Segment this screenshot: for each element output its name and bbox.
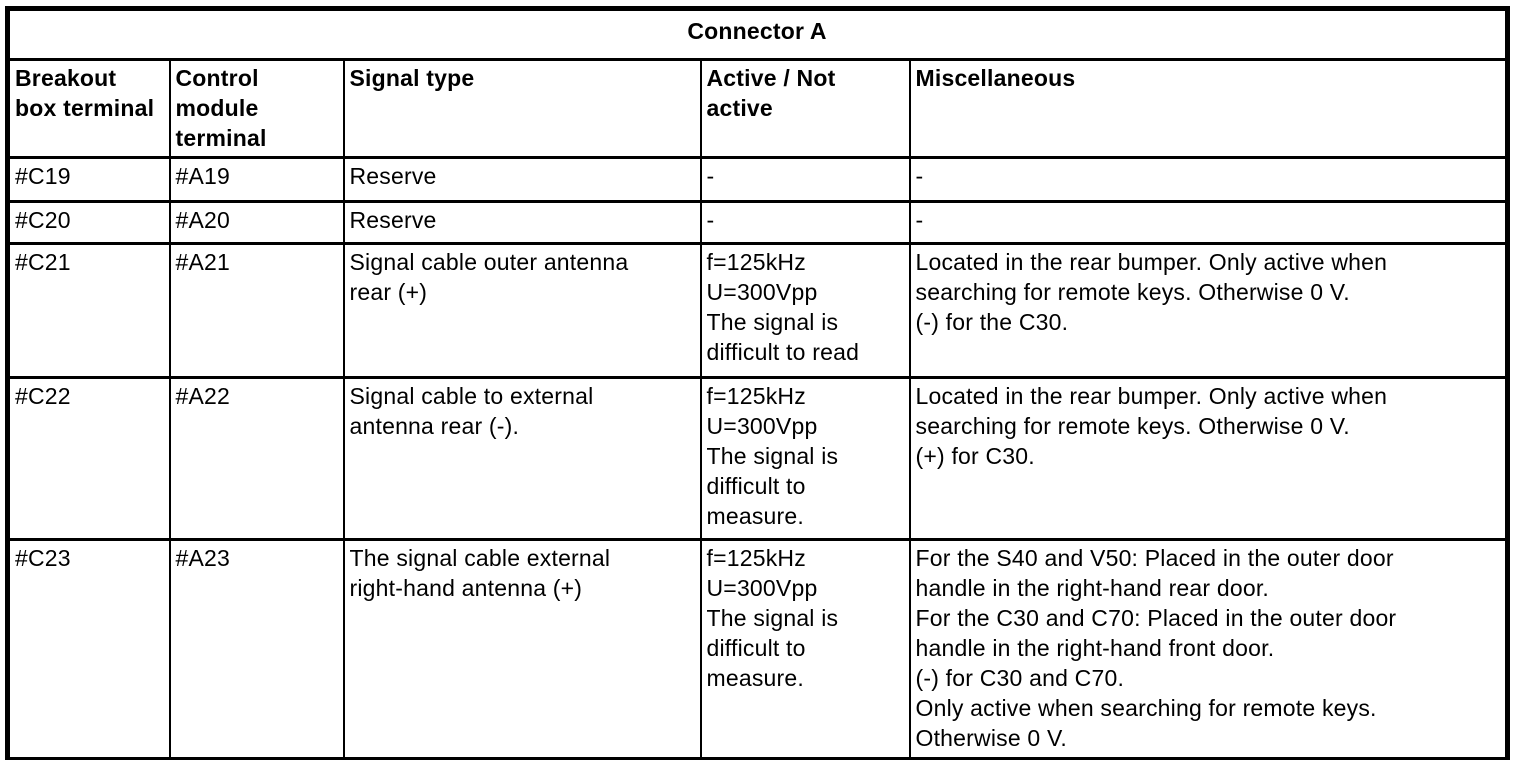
table-cell: #A19 bbox=[168, 156, 345, 203]
table-title-row: Connector A bbox=[6, 7, 1509, 61]
table-cell: f=125kHz U=300Vpp The signal is difficul… bbox=[699, 242, 911, 379]
table-cell: - bbox=[908, 200, 1509, 245]
column-header-control-module-terminal: Control module terminal bbox=[168, 58, 345, 159]
table-cell: f=125kHz U=300Vpp The signal is difficul… bbox=[699, 376, 911, 541]
table-cell: Signal cable to external antenna rear (-… bbox=[342, 376, 702, 541]
table-cell: #A20 bbox=[168, 200, 345, 245]
table-cell: #C20 bbox=[6, 200, 171, 245]
table-cell: #A23 bbox=[168, 538, 345, 760]
table-cell: - bbox=[699, 156, 911, 203]
table-title: Connector A bbox=[6, 7, 1509, 61]
table-cell: - bbox=[908, 156, 1509, 203]
table-cell: f=125kHz U=300Vpp The signal is difficul… bbox=[699, 538, 911, 760]
table-cell: #C23 bbox=[6, 538, 171, 760]
table-cell: Located in the rear bumper. Only active … bbox=[908, 376, 1509, 541]
table-cell: #A22 bbox=[168, 376, 345, 541]
table-cell: Located in the rear bumper. Only active … bbox=[908, 242, 1509, 379]
table-cell: Reserve bbox=[342, 200, 702, 245]
table-cell: #A21 bbox=[168, 242, 345, 379]
table-header-row: Breakout box terminal Control module ter… bbox=[6, 58, 1509, 159]
column-header-miscellaneous: Miscellaneous bbox=[908, 58, 1509, 159]
column-header-signal-type: Signal type bbox=[342, 58, 702, 159]
column-header-breakout-box-terminal: Breakout box terminal bbox=[6, 58, 171, 159]
table-cell: The signal cable external right-hand ant… bbox=[342, 538, 702, 760]
column-header-active-not-active: Active / Not active bbox=[699, 58, 911, 159]
table-cell: For the S40 and V50: Placed in the outer… bbox=[908, 538, 1509, 760]
table-cell: Signal cable outer antenna rear (+) bbox=[342, 242, 702, 379]
document-page: Connector A Breakout box terminal Contro… bbox=[0, 6, 1520, 760]
table-cell: #C19 bbox=[6, 156, 171, 203]
table-cell: - bbox=[699, 200, 911, 245]
table-cell: Reserve bbox=[342, 156, 702, 203]
table-cell: #C21 bbox=[6, 242, 171, 379]
table-cell: #C22 bbox=[6, 376, 171, 541]
connector-a-table: Connector A Breakout box terminal Contro… bbox=[5, 6, 1510, 760]
